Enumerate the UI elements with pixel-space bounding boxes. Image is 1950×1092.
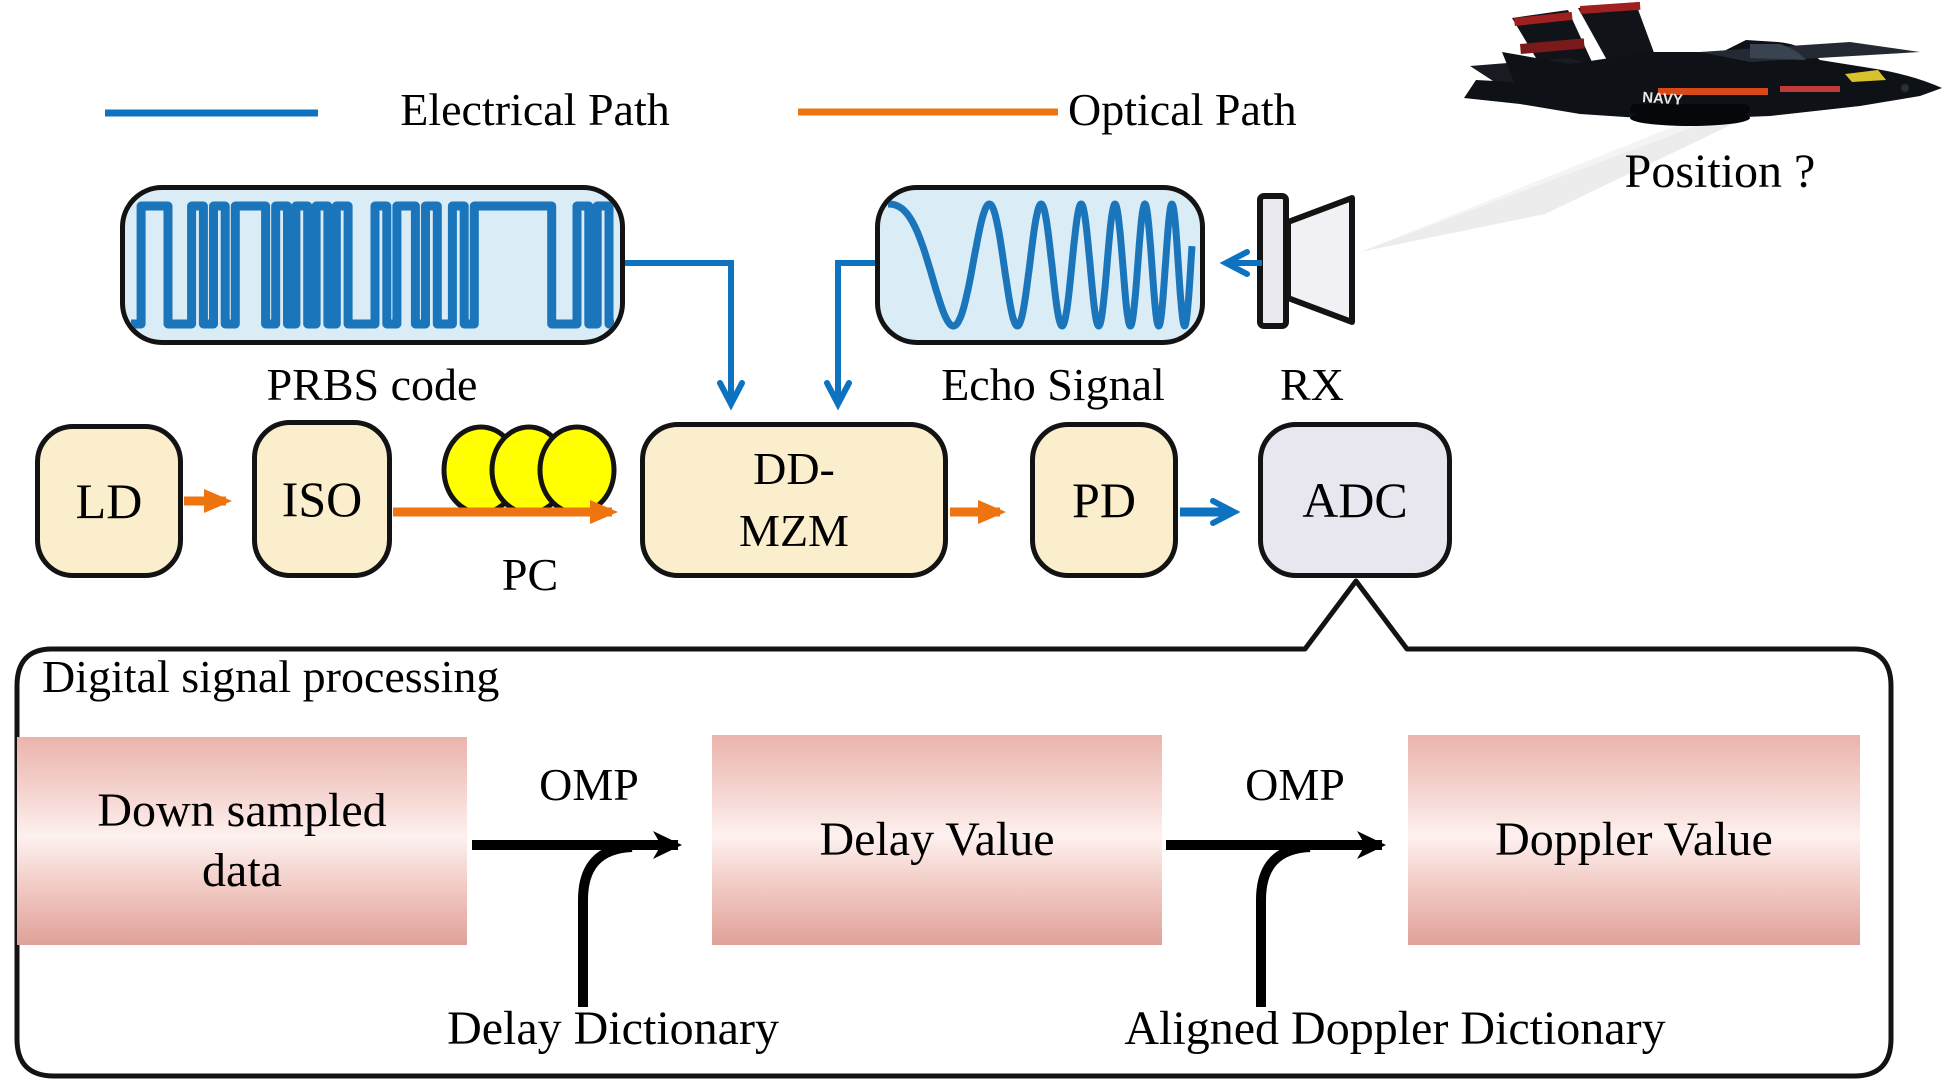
ddmzm-label-line1: DD- bbox=[753, 442, 835, 494]
down-sampled-line2: data bbox=[202, 844, 282, 897]
pc-label: PC bbox=[501, 549, 559, 600]
iso-block: ISO bbox=[252, 420, 392, 578]
down-sampled-data-box: Down sampled data bbox=[17, 737, 467, 945]
doppler-value-box: Doppler Value bbox=[1408, 735, 1860, 945]
prbs-code-label: PRBS code bbox=[266, 359, 478, 410]
jet-navy-marking: NAVY bbox=[1642, 89, 1684, 109]
doppler-value-label: Doppler Value bbox=[1495, 813, 1773, 866]
ld-block: LD bbox=[35, 424, 183, 578]
echo-waveform-box bbox=[875, 185, 1205, 345]
pd-block: PD bbox=[1030, 422, 1178, 578]
chirp-waveform-icon bbox=[885, 200, 1196, 330]
adc-label: ADC bbox=[1302, 472, 1408, 528]
polarization-controller-icon bbox=[441, 424, 617, 516]
rx-antenna-icon bbox=[1257, 193, 1355, 329]
rx-label: RX bbox=[1280, 359, 1344, 410]
delay-value-box: Delay Value bbox=[712, 735, 1162, 945]
down-sampled-line1: Down sampled bbox=[97, 784, 387, 837]
delay-dictionary-label: Delay Dictionary bbox=[447, 1002, 779, 1055]
ld-label: LD bbox=[75, 473, 143, 529]
omp2-label: OMP bbox=[1245, 759, 1345, 810]
omp1-label: OMP bbox=[539, 759, 639, 810]
prbs-waveform-box bbox=[120, 185, 625, 345]
pd-label: PD bbox=[1072, 472, 1136, 528]
fighter-jet-icon: NAVY bbox=[1464, 1, 1942, 126]
ddmzm-label-line2: MZM bbox=[739, 505, 849, 556]
legend-electrical-label: Electrical Path bbox=[400, 84, 670, 135]
adc-block: ADC bbox=[1258, 422, 1452, 578]
aligned-doppler-dictionary-label: Aligned Doppler Dictionary bbox=[1124, 1002, 1666, 1055]
dsp-title: Digital signal processing bbox=[42, 651, 500, 702]
iso-label: ISO bbox=[281, 471, 363, 527]
legend-optical-label: Optical Path bbox=[1068, 84, 1297, 135]
position-question-label: Position ? bbox=[1624, 145, 1816, 198]
prbs-waveform-icon bbox=[131, 201, 614, 329]
echo-signal-label: Echo Signal bbox=[941, 359, 1165, 410]
delay-value-label: Delay Value bbox=[819, 813, 1055, 866]
ddmzm-block: DD- MZM bbox=[640, 422, 948, 578]
